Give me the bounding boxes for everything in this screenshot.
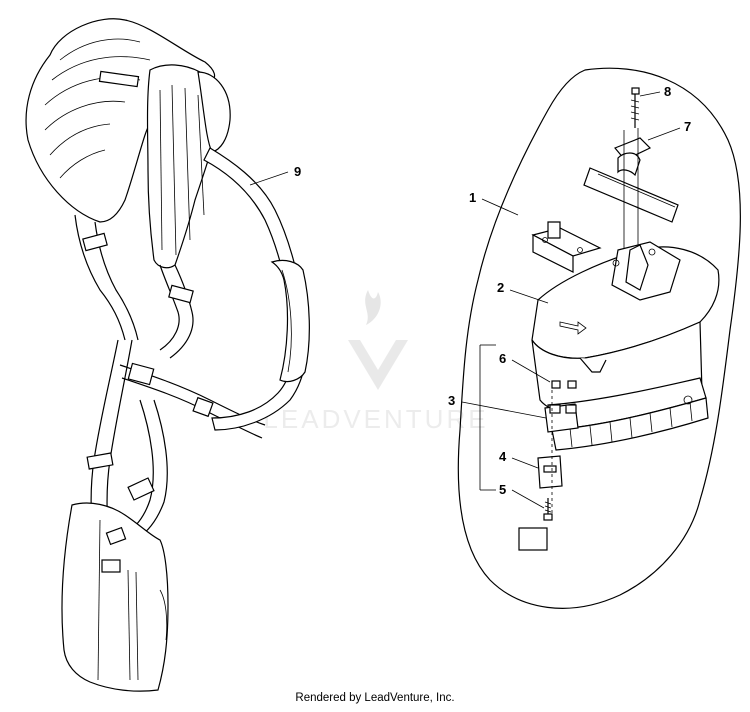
callout-9-label: 9 xyxy=(294,164,301,179)
bolt-part-8 xyxy=(630,87,640,128)
footer-credit: Rendered by LeadVenture, Inc. xyxy=(295,692,455,704)
plate-part-4 xyxy=(537,455,563,489)
harness-hip-pad xyxy=(61,502,169,692)
label-decal xyxy=(518,527,548,551)
callout-4-label: 4 xyxy=(499,449,507,464)
callout-1-label: 1 xyxy=(469,190,476,205)
screw-part-5 xyxy=(543,498,553,521)
harness-chest-buckle xyxy=(127,362,155,386)
nut-part-6 xyxy=(549,380,577,414)
callout-2-label: 2 xyxy=(497,280,504,295)
clamp-part-7 xyxy=(614,128,652,250)
watermark-logo: LEADVENTURE xyxy=(263,290,488,434)
callout-3: 3 xyxy=(448,393,547,419)
callout-5-label: 5 xyxy=(499,482,506,497)
deflector-shaft xyxy=(583,167,679,223)
callout-7-label: 7 xyxy=(684,119,691,134)
callout-8: 8 xyxy=(639,84,671,99)
callout-1: 1 xyxy=(469,190,519,216)
callout-2: 2 xyxy=(497,280,549,304)
deflector-assembly-outline xyxy=(457,67,741,609)
callout-5: 5 xyxy=(499,482,545,509)
harness-buckle xyxy=(82,232,108,252)
callout-6-label: 6 xyxy=(499,351,506,366)
watermark-text: LEADVENTURE xyxy=(263,404,488,434)
callout-4: 4 xyxy=(499,449,539,469)
callout-7: 7 xyxy=(647,119,691,141)
callout-bracket xyxy=(479,344,496,491)
mounting-bracket xyxy=(531,221,602,273)
callout-8-label: 8 xyxy=(664,84,671,99)
guard-ring-part-3 xyxy=(544,377,709,451)
harness-assembly xyxy=(25,18,310,692)
callout-6: 6 xyxy=(499,351,551,383)
callout-9: 9 xyxy=(249,164,301,186)
callout-3-label: 3 xyxy=(448,393,455,408)
harness-loop-strap xyxy=(203,147,308,431)
